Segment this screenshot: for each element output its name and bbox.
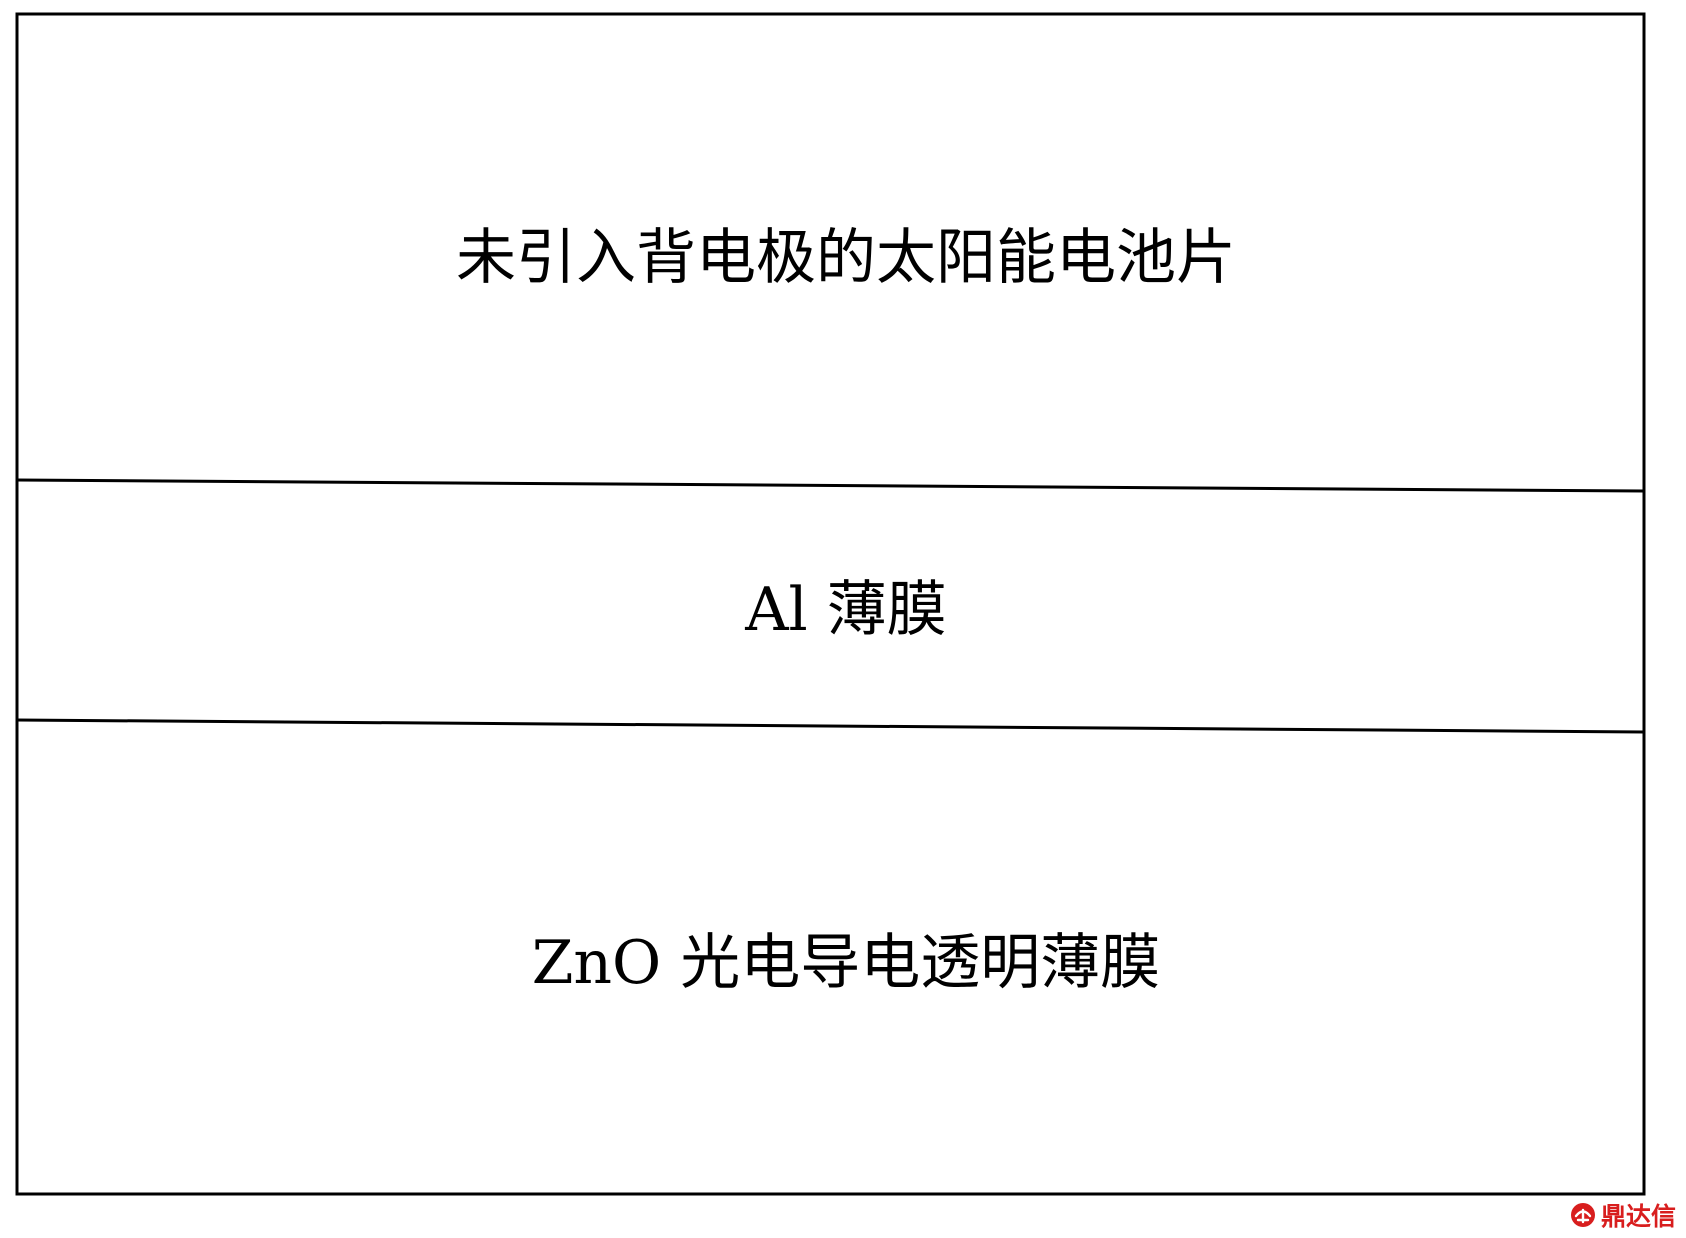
stack-outline — [15, 12, 1646, 1196]
layer-divider-top — [16, 478, 1645, 493]
layer-label-zno-film: ZnO 光电导电透明薄膜 — [532, 928, 1161, 998]
watermark-text: 鼎达信 — [1600, 1202, 1676, 1231]
layer-label-al-film: Al 薄膜 — [744, 575, 947, 645]
layer-label-solar-cell: 未引入背电极的太阳能电池片 — [456, 223, 1236, 293]
layer-divider-bottom — [16, 718, 1645, 734]
watermark: 鼎达信 — [1569, 1198, 1676, 1232]
watermark-logo-icon — [1570, 1203, 1595, 1227]
